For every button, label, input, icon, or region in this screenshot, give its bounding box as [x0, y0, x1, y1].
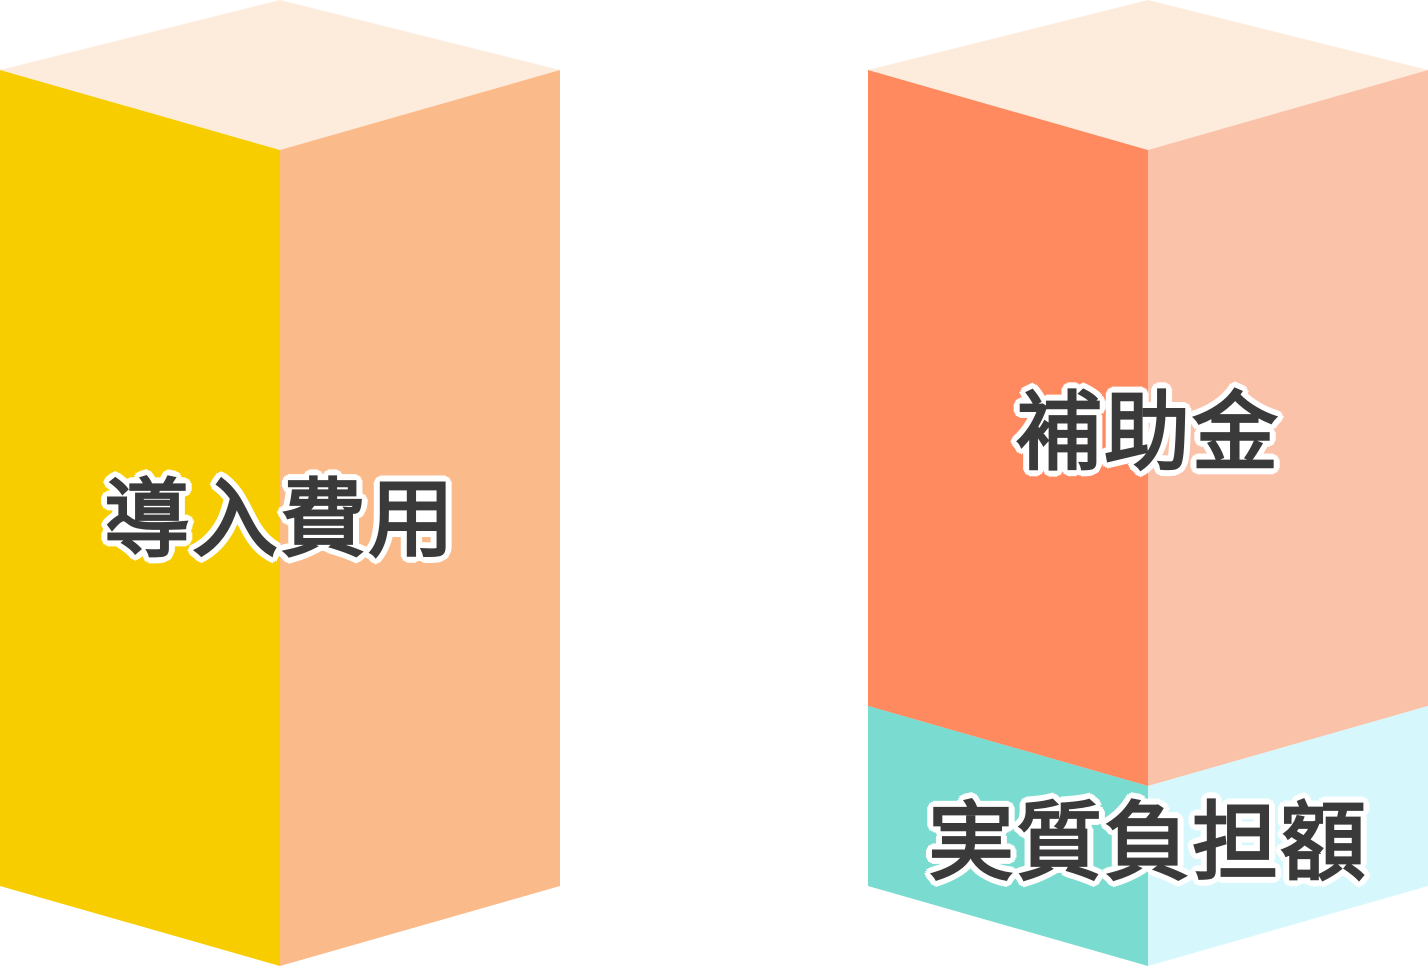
burden-section-side	[1148, 706, 1428, 966]
burden-section-front	[868, 706, 1148, 966]
subsidy-label: 補助金	[1016, 383, 1280, 483]
cost-block	[0, 0, 560, 966]
cost-block-front	[0, 70, 280, 966]
subsidy-section-side	[1148, 70, 1428, 786]
subsidy-section-front	[868, 70, 1148, 786]
effective-burden-label: 実質負担額	[928, 793, 1368, 893]
subsidy-block	[868, 0, 1428, 966]
cost-block-side	[280, 70, 560, 966]
cost-block-top	[0, 0, 560, 150]
subsidy-block-top	[868, 0, 1428, 150]
cost-label: 導入費用	[104, 470, 456, 570]
